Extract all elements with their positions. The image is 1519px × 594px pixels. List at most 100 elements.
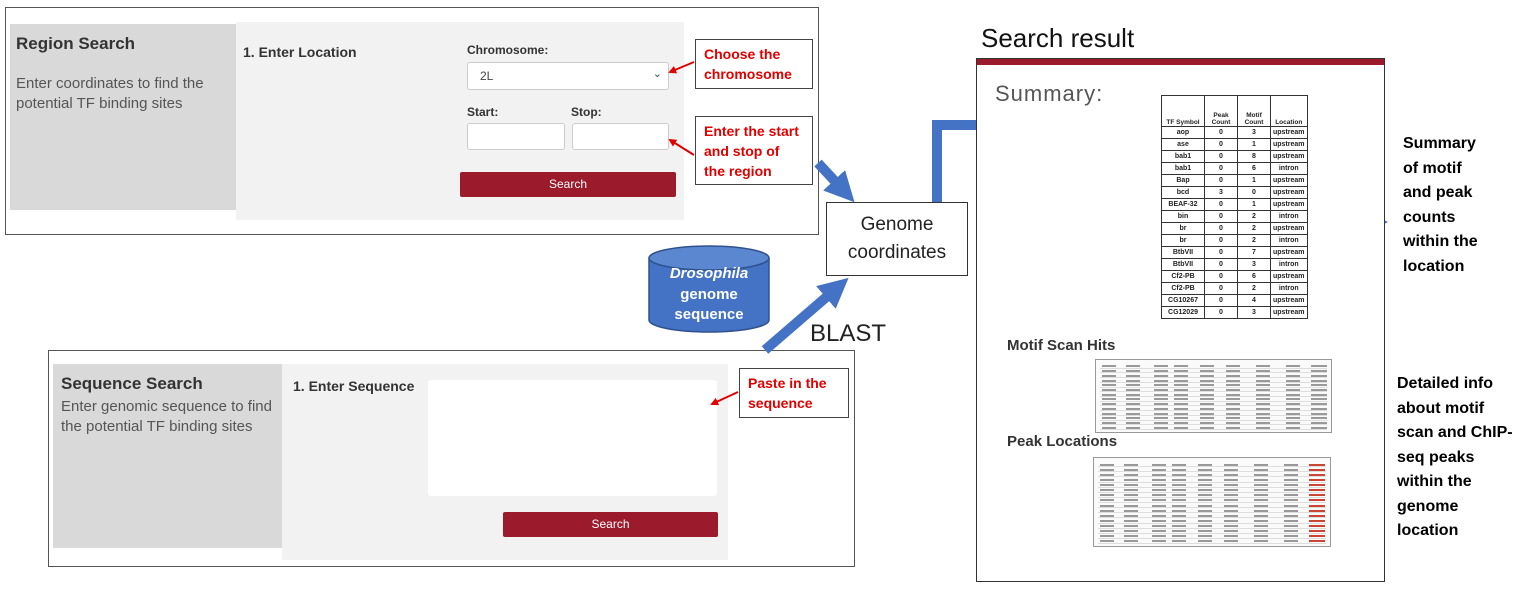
peak-locations-table-thumbnail <box>1093 457 1331 547</box>
thumbnail-cell <box>1224 525 1238 528</box>
red-arrow-chromosome <box>668 61 695 74</box>
thumbnail-cell <box>1198 519 1212 522</box>
summary-table-cell: 0 <box>1204 234 1238 247</box>
thumbnail-cell <box>1311 407 1327 410</box>
thumbnail-cell <box>1284 473 1298 476</box>
summary-table-cell: 0 <box>1204 210 1238 223</box>
thumbnail-cell <box>1174 393 1188 396</box>
thumbnail-cell <box>1224 504 1238 507</box>
thumbnail-cell <box>1226 374 1240 377</box>
thumbnail-row-divider <box>1098 507 1326 509</box>
thumbnail-cell <box>1124 484 1138 487</box>
thumbnail-cell <box>1100 499 1114 502</box>
thumbnail-cell <box>1256 388 1270 391</box>
summary-table-cell: 0 <box>1204 306 1238 319</box>
summary-table-cell: 0 <box>1204 198 1238 211</box>
thumbnail-cell <box>1254 514 1268 517</box>
summary-table-cell: upstream <box>1270 126 1308 139</box>
thumbnail-cell <box>1198 535 1212 538</box>
thumbnail-cell <box>1198 540 1212 543</box>
thumbnail-cell <box>1256 384 1270 387</box>
region-search-description: Enter coordinates to find the potential … <box>16 75 204 112</box>
motif-hits-table-thumbnail <box>1095 359 1332 433</box>
thumbnail-cell <box>1226 384 1240 387</box>
summary-table-cell: 3 <box>1237 258 1271 271</box>
start-input[interactable] <box>467 123 565 150</box>
thumbnail-cell <box>1172 525 1186 528</box>
thumbnail-cell <box>1311 426 1327 429</box>
thumbnail-cell <box>1102 374 1116 377</box>
thumbnail-cell <box>1198 484 1212 487</box>
thumbnail-cell <box>1284 484 1298 487</box>
sequence-search-title: Sequence Search <box>61 374 203 393</box>
summary-table-cell: 2 <box>1237 210 1271 223</box>
thumbnail-cell <box>1254 525 1268 528</box>
thumbnail-cell <box>1172 519 1186 522</box>
thumbnail-cell <box>1124 473 1138 476</box>
thumbnail-cell <box>1124 489 1138 492</box>
thumbnail-cell <box>1152 535 1166 538</box>
thumbnail-cell <box>1100 525 1114 528</box>
summary-table-cell: upstream <box>1270 186 1308 199</box>
thumbnail-cell <box>1102 370 1116 373</box>
genome-coordinates-label: Genome coordinates <box>847 214 947 263</box>
sequence-textarea[interactable] <box>428 380 717 496</box>
sequence-search-info: Sequence Search Enter genomic sequence t… <box>53 364 282 548</box>
thumbnail-cell <box>1284 519 1298 522</box>
thumbnail-cell <box>1152 509 1166 512</box>
thumbnail-cell <box>1174 388 1188 391</box>
thumbnail-cell <box>1154 384 1168 387</box>
thumbnail-row-divider <box>1098 476 1326 478</box>
thumbnail-row-divider <box>1100 391 1327 393</box>
col-motif-count: Motif Count <box>1237 95 1271 127</box>
summary-table-cell: aop <box>1161 126 1205 139</box>
thumbnail-cell <box>1198 499 1212 502</box>
thumbnail-cell <box>1152 504 1166 507</box>
thumbnail-cell <box>1200 379 1214 382</box>
summary-table-cell: 2 <box>1237 234 1271 247</box>
thumbnail-cell <box>1172 489 1186 492</box>
start-stop-callout: Enter the start and stop of the region <box>695 116 813 185</box>
summary-table-cell: 0 <box>1204 246 1238 259</box>
thumbnail-cell <box>1200 393 1214 396</box>
thumbnail-cell <box>1254 473 1268 476</box>
thumbnail-cell <box>1154 403 1168 406</box>
red-arrow-paste <box>710 391 739 406</box>
region-search-info: Region Search Enter coordinates to find … <box>10 24 236 210</box>
thumbnail-cell <box>1224 530 1238 533</box>
result-titlebar <box>977 59 1384 65</box>
thumbnail-cell <box>1200 370 1214 373</box>
thumbnail-cell <box>1226 398 1240 401</box>
thumbnail-cell <box>1309 504 1325 507</box>
thumbnail-cell <box>1311 374 1327 377</box>
thumbnail-cell <box>1124 509 1138 512</box>
thumbnail-cell <box>1152 489 1166 492</box>
thumbnail-cell <box>1100 489 1114 492</box>
thumbnail-cell <box>1256 365 1270 368</box>
region-search-button[interactable]: Search <box>460 172 676 197</box>
thumbnail-cell <box>1172 514 1186 517</box>
thumbnail-cell <box>1286 398 1300 401</box>
thumbnail-row-divider <box>1100 419 1327 421</box>
sequence-search-button[interactable]: Search <box>503 512 718 537</box>
summary-table-cell: intron <box>1270 210 1308 223</box>
thumbnail-cell <box>1254 484 1268 487</box>
stop-input[interactable] <box>572 123 669 150</box>
thumbnail-cell <box>1200 407 1214 410</box>
thumbnail-cell <box>1102 398 1116 401</box>
thumbnail-cell <box>1126 379 1140 382</box>
thumbnail-row-divider <box>1098 517 1326 519</box>
thumbnail-cell <box>1126 403 1140 406</box>
thumbnail-cell <box>1124 525 1138 528</box>
thumbnail-cell <box>1224 540 1238 543</box>
search-result-screenshot: Summary: TF Symbol Peak Count Motif Coun… <box>976 58 1385 582</box>
thumbnail-cell <box>1126 374 1140 377</box>
thumbnail-cell <box>1224 499 1238 502</box>
thumbnail-cell <box>1124 478 1138 481</box>
thumbnail-cell <box>1102 426 1116 429</box>
thumbnail-cell <box>1284 494 1298 497</box>
thumbnail-cell <box>1226 412 1240 415</box>
thumbnail-cell <box>1284 468 1298 471</box>
chromosome-select[interactable]: 2L ⌄ <box>467 62 669 90</box>
